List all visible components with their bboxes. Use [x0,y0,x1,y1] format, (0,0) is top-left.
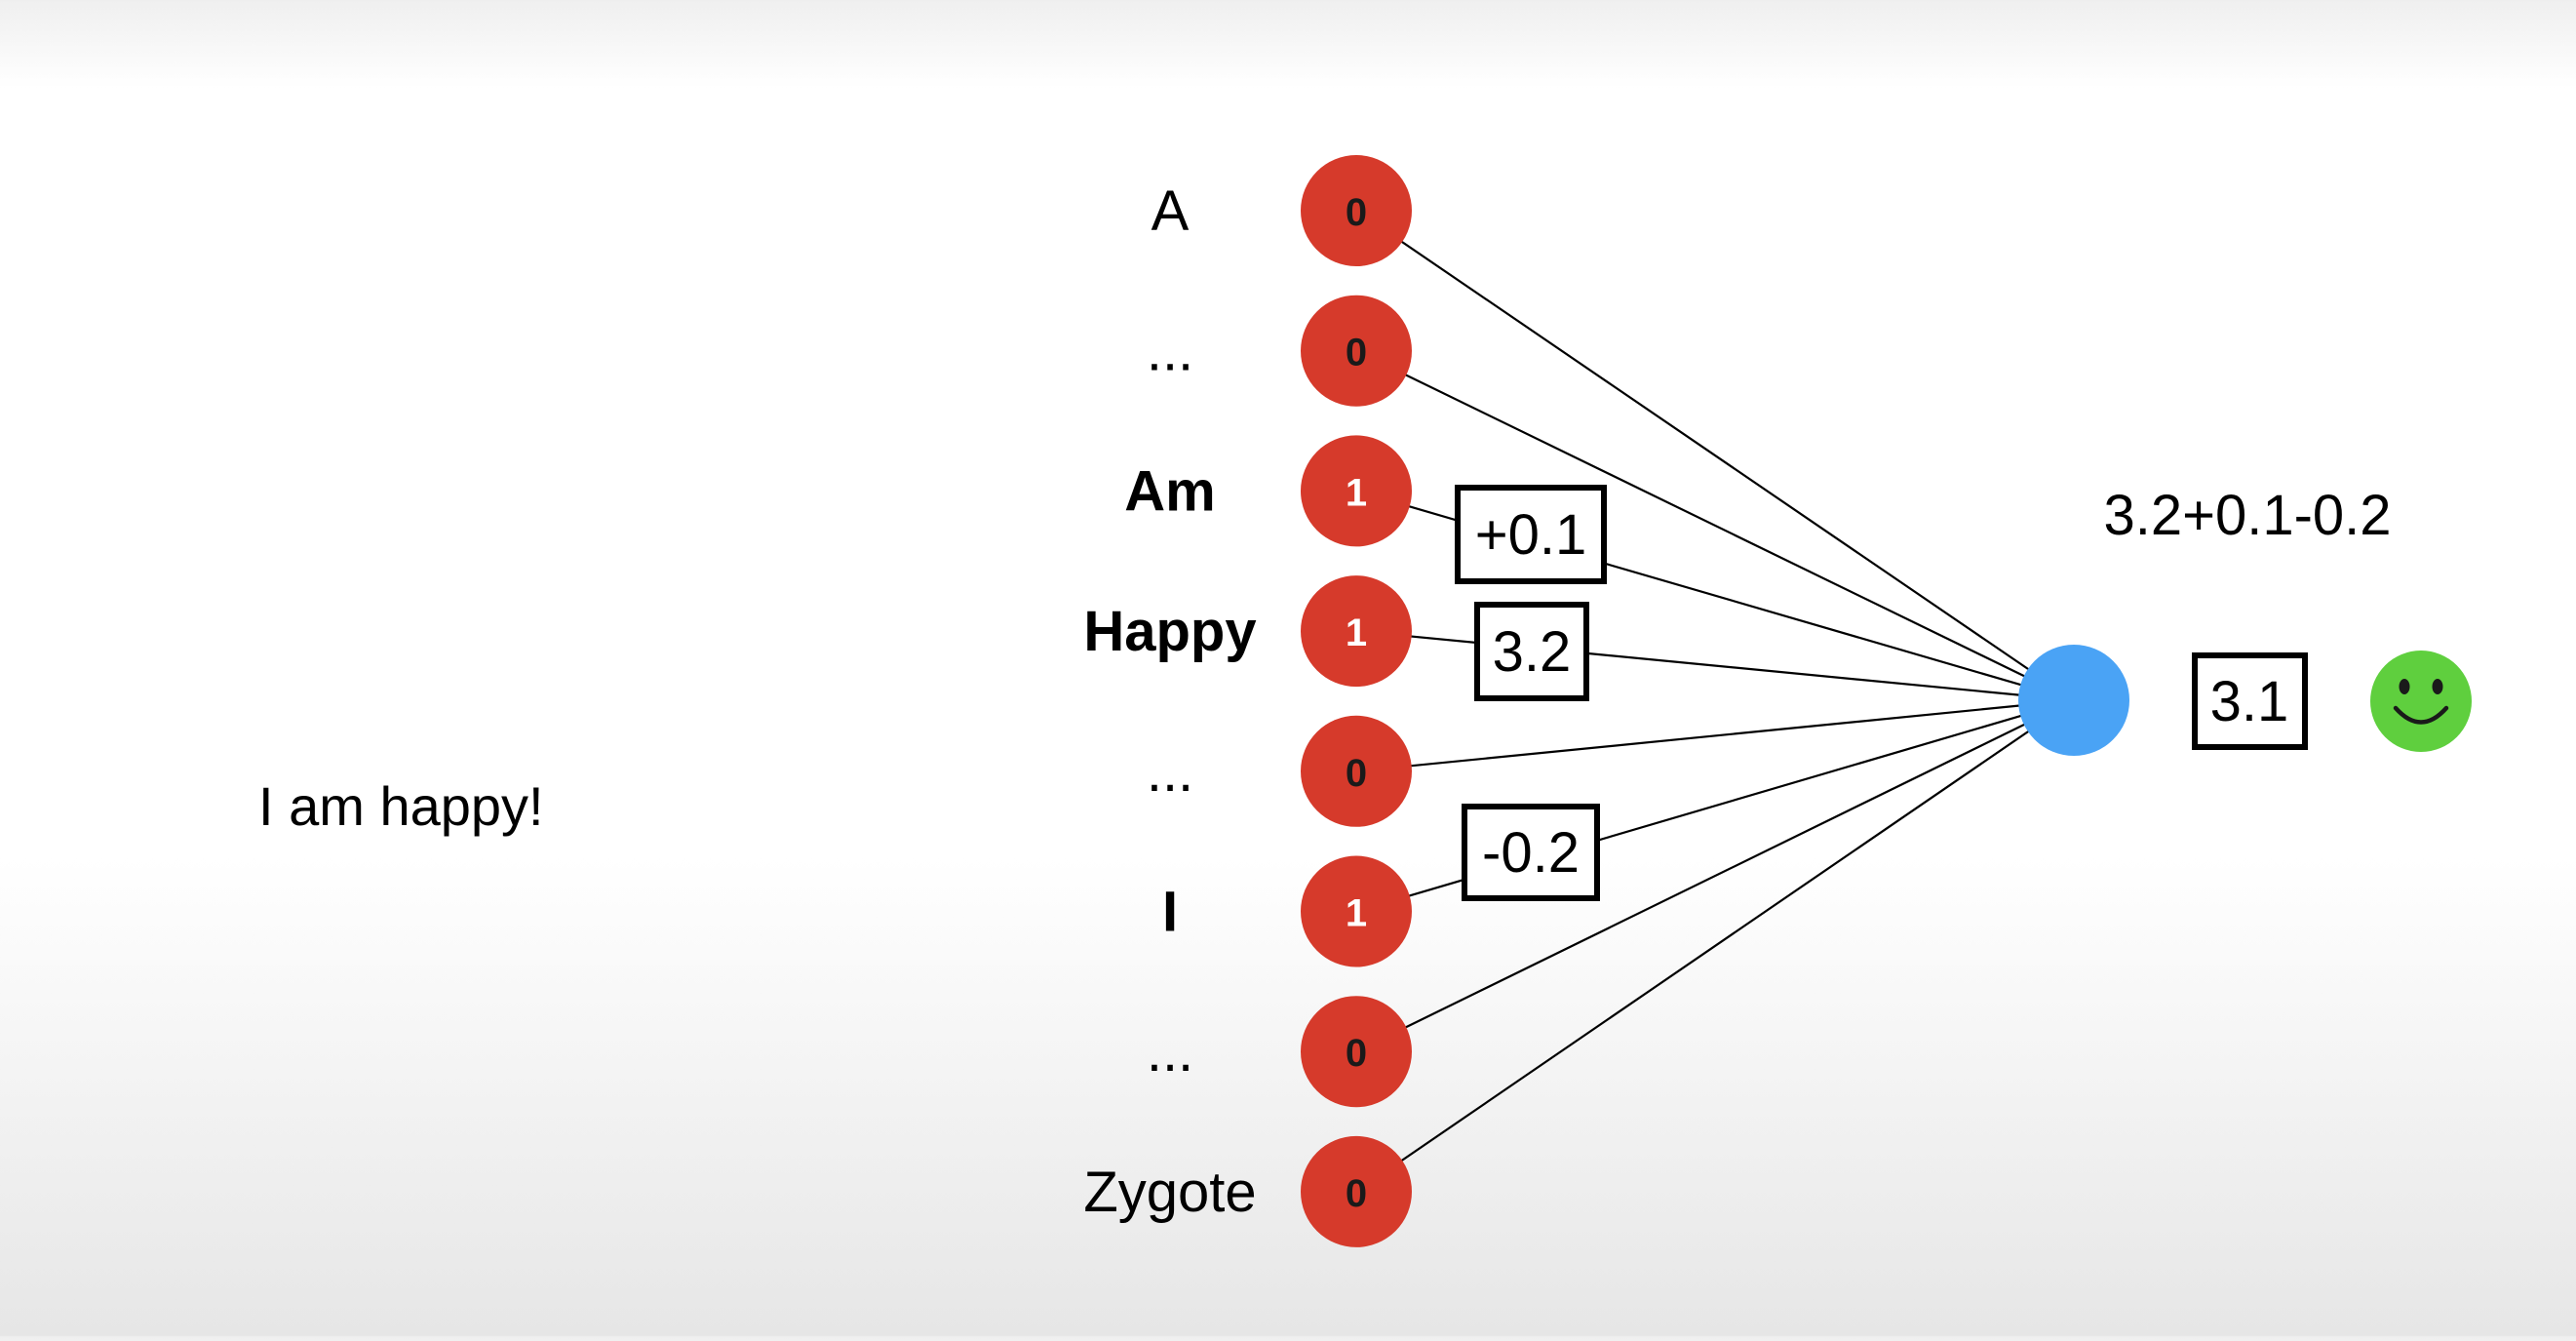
input-node-value: 1 [1346,892,1367,935]
input-node-value: 0 [1346,332,1367,375]
input-nodes: 0 0 1 1 0 1 0 0 [1301,155,1412,1247]
smiley-face-icon [2370,651,2472,752]
vocabulary-word: I [1162,881,1178,944]
vocabulary-word: A [1151,179,1190,243]
weight-box [1462,804,1600,901]
vocabulary-word: ... [1147,320,1193,383]
connection-line [1355,698,2075,772]
connection-lines [1355,210,2075,1193]
connection-line [1355,630,2075,702]
vocabulary-word: Am [1124,459,1215,523]
input-node [1301,1135,1412,1247]
output-value-box [2192,652,2308,750]
input-node-value: 0 [1346,191,1367,234]
output-value: 3.1 [2210,670,2289,733]
sum-expression: 3.2+0.1-0.2 [2103,484,2391,547]
weight-box [1474,602,1589,701]
vocabulary-word: Happy [1083,600,1256,663]
input-node [1301,435,1412,547]
connection-line [1355,210,2075,701]
weight-value: +0.1 [1475,503,1587,567]
input-node [1301,155,1412,266]
weight-value: 3.2 [1493,620,1572,684]
input-node-value: 1 [1346,611,1367,654]
input-node-value: 0 [1346,1032,1367,1075]
input-node [1301,295,1412,407]
input-node-value: 0 [1346,1172,1367,1215]
input-node [1301,855,1412,967]
output-node [2018,645,2129,756]
input-node [1301,575,1412,688]
vocabulary-word: ... [1147,740,1193,804]
input-node-value: 0 [1346,752,1367,795]
connection-line [1355,349,2075,701]
input-sentence: I am happy! [258,775,544,837]
weight-labels: +0.1 3.2 -0.2 [1455,485,1607,901]
input-node-value: 1 [1346,471,1367,514]
vocabulary-word: Zygote [1083,1161,1256,1224]
weight-box [1455,485,1607,584]
weight-value: -0.2 [1482,821,1580,885]
input-node [1301,715,1412,827]
vocabulary-word: ... [1147,1020,1193,1084]
input-node [1301,996,1412,1108]
connection-line [1355,699,2075,1193]
connection-line [1355,699,2075,1053]
